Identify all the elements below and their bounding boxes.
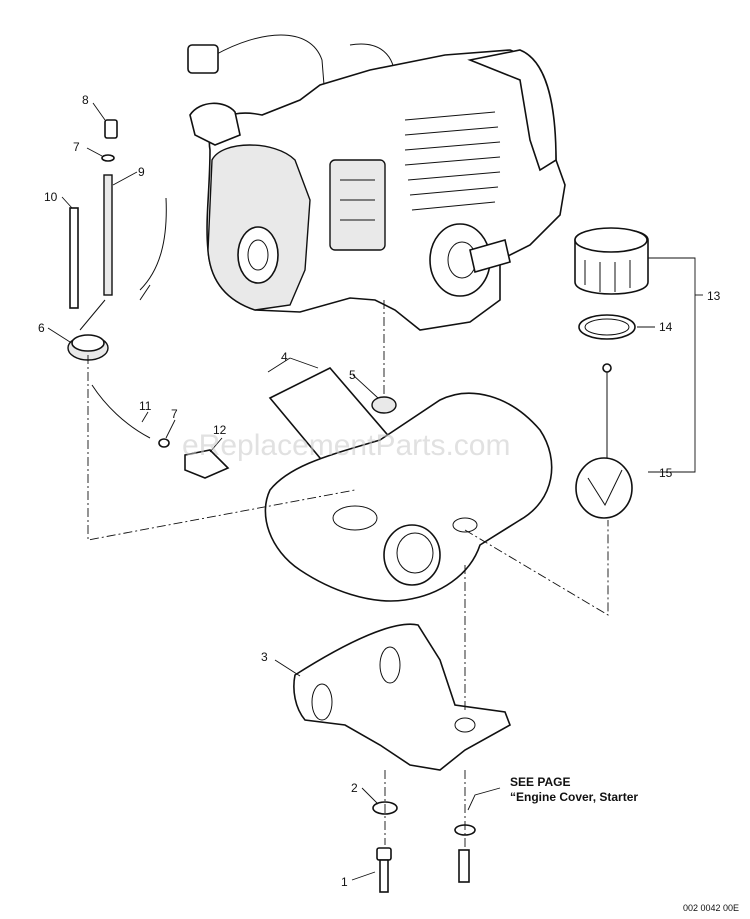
callout-label: 14 xyxy=(659,320,673,334)
fuel-tank xyxy=(264,367,553,602)
callout-label: 3 xyxy=(261,650,268,664)
callout-label: 11 xyxy=(139,399,152,413)
callout-label: 13 xyxy=(707,289,721,303)
fuel-cap-parts xyxy=(574,227,649,519)
leader-lines xyxy=(47,102,703,881)
callout-label: 7 xyxy=(171,407,178,421)
callout-label: 8 xyxy=(82,93,89,107)
callout-label: 10 xyxy=(44,190,58,204)
callout-label: 2 xyxy=(351,781,358,795)
see-page-note-line1: SEE PAGE xyxy=(510,775,570,789)
alignment-lines xyxy=(87,300,609,850)
tank-bracket xyxy=(293,623,511,771)
callout-label: 1 xyxy=(341,875,348,889)
callout-label: 9 xyxy=(138,165,145,179)
see-page-note-line2: “Engine Cover, Starter xyxy=(510,790,638,804)
watermark: eReplacementParts.com xyxy=(182,429,510,462)
callout-labels: 1 2 3 4 5 6 7 7 8 9 10 11 12 13 14 15 xyxy=(38,93,721,889)
callout-label: 6 xyxy=(38,321,45,335)
callout-label: 15 xyxy=(659,466,673,480)
callout-label: 7 xyxy=(73,140,80,154)
engine-assembly xyxy=(187,34,566,331)
fasteners xyxy=(372,801,476,893)
callout-label: 4 xyxy=(281,350,288,364)
drawing-code: 002 0042 00E xyxy=(683,903,739,913)
cylinder-fins xyxy=(404,111,501,211)
fuel-line-parts xyxy=(67,119,230,479)
callout-label: 12 xyxy=(213,423,227,437)
callout-label: 5 xyxy=(349,368,356,382)
